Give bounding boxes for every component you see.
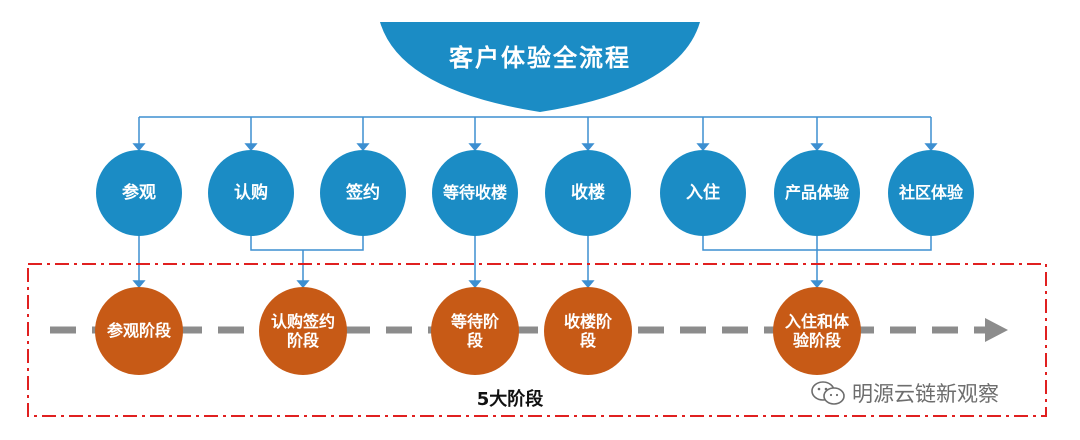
touchpoint-community-experience: 社区体验: [888, 150, 974, 236]
touchpoint-wait-handover: 等待收楼: [432, 150, 518, 236]
touchpoint-subscribe: 认购: [208, 150, 294, 236]
stage-handover: 收楼阶段: [544, 287, 632, 375]
touchpoint-visit: 参观: [96, 150, 182, 236]
touchpoint-handover: 收楼: [545, 150, 631, 236]
watermark: 明源云链新观察: [810, 378, 999, 408]
watermark-text: 明源云链新观察: [852, 382, 999, 406]
drop-connectors: [132, 117, 938, 152]
wechat-icon: [811, 381, 845, 405]
timeline-arrowhead: [985, 318, 1008, 342]
stage-visit: 参观阶段: [95, 287, 183, 375]
touchpoint-sign: 签约: [320, 150, 406, 236]
stages-frame: [27, 263, 1047, 417]
stage-move-in-experience: 入住和体验阶段: [773, 287, 861, 375]
touchpoint-product-experience: 产品体验: [774, 150, 860, 236]
stages-summary: 5大阶段: [476, 389, 544, 410]
stage-connectors: [132, 236, 932, 289]
title-banner: [380, 22, 700, 112]
stage-subscribe-sign: 认购签约阶段: [259, 287, 347, 375]
page-title: 客户体验全流程: [449, 44, 631, 72]
stage-waiting: 等待阶段: [431, 287, 519, 375]
touchpoint-move-in: 入住: [660, 150, 746, 236]
